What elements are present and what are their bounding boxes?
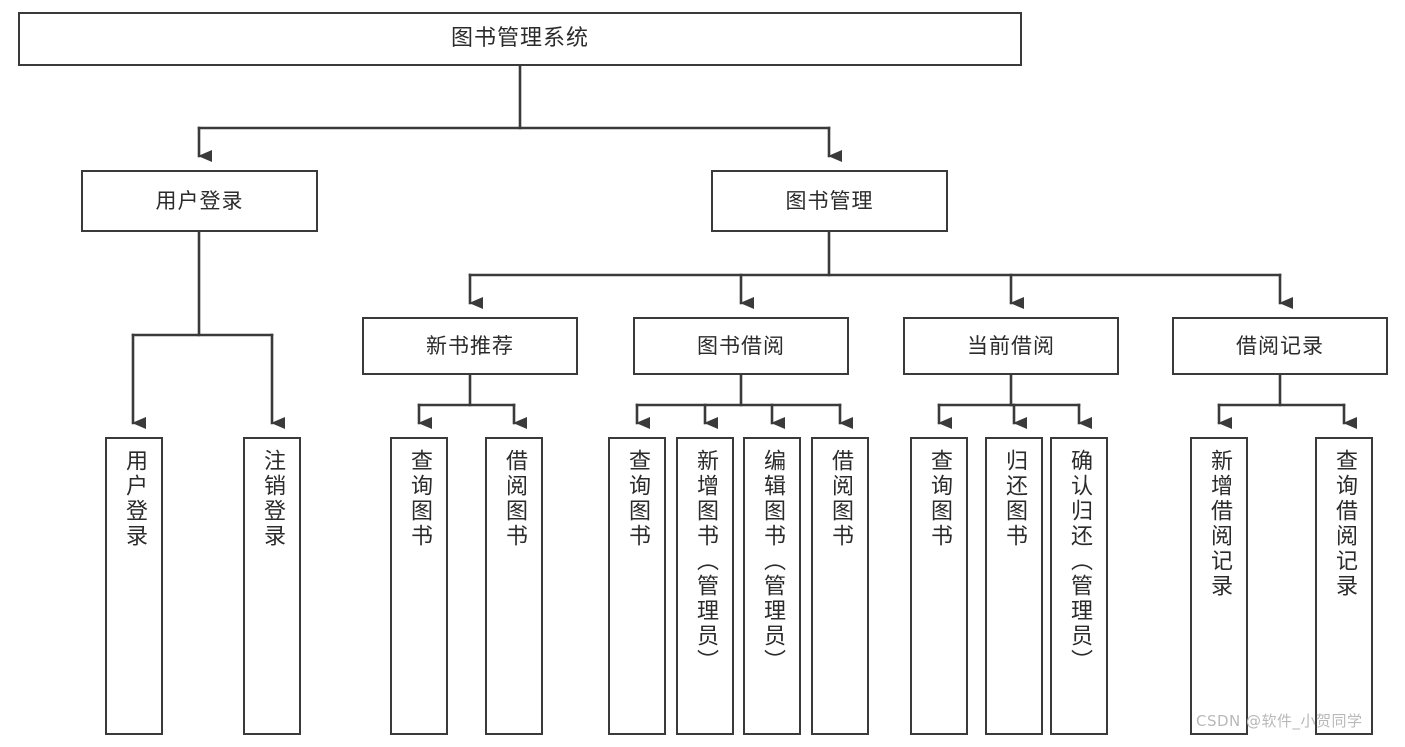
node-book-management[interactable]: 图书管理 [711,170,948,232]
node-current-borrow[interactable]: 当前借阅 [903,317,1119,375]
node-label: 借阅图书 [502,449,527,549]
node-label: 新增借阅记录 [1207,449,1232,599]
node-leaf-query-book[interactable]: 查询图书 [608,437,666,735]
node-label: 归还图书 [1002,449,1027,549]
node-book-borrow[interactable]: 图书借阅 [633,317,849,375]
node-label: 图书管理 [785,188,874,213]
node-label: 新书推荐 [426,333,514,358]
node-new-book-recommend[interactable]: 新书推荐 [362,317,578,375]
node-label: 确认归还（管理员） [1067,449,1092,674]
node-leaf-query-borrow-record[interactable]: 查询借阅记录 [1315,437,1373,735]
node-leaf-borrow-book[interactable]: 借阅图书 [811,437,869,735]
node-label: 编辑图书（管理员） [760,449,785,674]
node-label: 当前借阅 [967,333,1055,358]
node-leaf-query-book-recommend[interactable]: 查询图书 [390,437,448,735]
node-label: 图书借阅 [697,333,785,358]
watermark-text: CSDN @软件_小贺同学 [1196,712,1363,730]
node-label: 借阅图书 [828,449,853,549]
node-leaf-user-login[interactable]: 用户登录 [105,437,163,735]
node-label: 用户登录 [155,188,244,213]
node-label: 查询图书 [407,449,432,549]
node-leaf-user-logout[interactable]: 注销登录 [243,437,301,735]
node-label: 注销登录 [260,449,285,549]
node-leaf-add-book-admin[interactable]: 新增图书（管理员） [676,437,734,735]
node-label: 图书管理系统 [450,26,589,52]
node-user-login[interactable]: 用户登录 [81,170,318,232]
node-leaf-add-borrow-record[interactable]: 新增借阅记录 [1190,437,1248,735]
node-label: 借阅记录 [1236,333,1324,358]
node-leaf-return-book[interactable]: 归还图书 [985,437,1043,735]
node-borrow-record[interactable]: 借阅记录 [1172,317,1388,375]
node-label: 查询图书 [625,449,650,549]
node-label: 查询借阅记录 [1332,449,1357,599]
node-leaf-edit-book-admin[interactable]: 编辑图书（管理员） [743,437,801,735]
node-root-system[interactable]: 图书管理系统 [18,12,1022,66]
node-leaf-borrow-book-recommend[interactable]: 借阅图书 [485,437,543,735]
node-leaf-query-book-current[interactable]: 查询图书 [910,437,968,735]
node-label: 查询图书 [927,449,952,549]
node-leaf-confirm-return-admin[interactable]: 确认归还（管理员） [1050,437,1108,735]
node-label: 新增图书（管理员） [693,449,718,674]
node-label: 用户登录 [122,449,147,549]
